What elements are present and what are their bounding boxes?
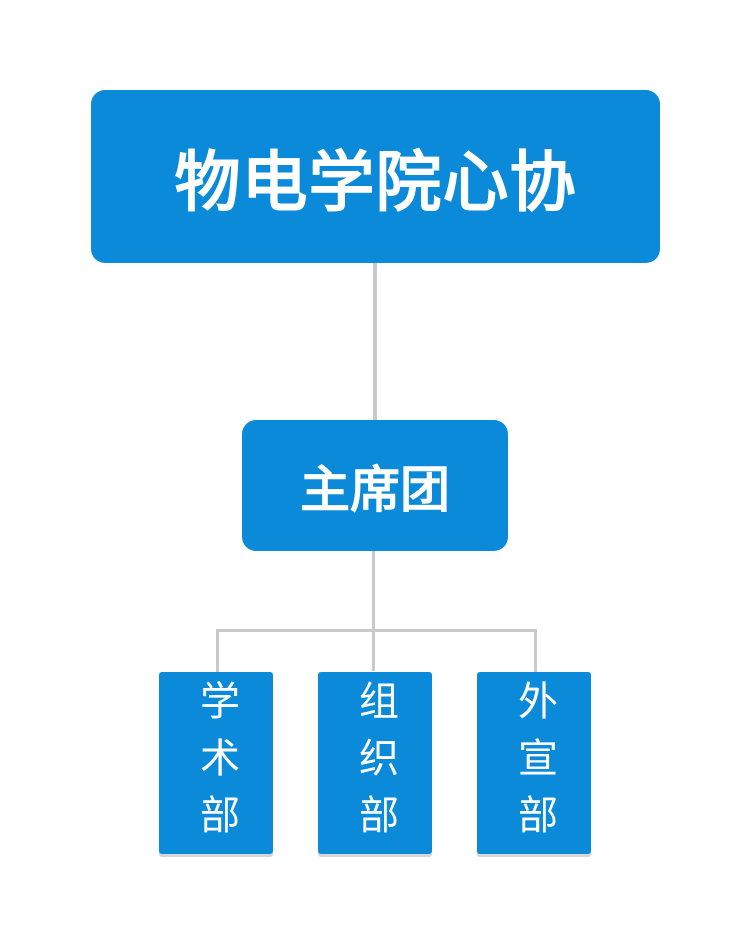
department-node-organization: 组织部 xyxy=(318,672,432,854)
connector-branch-left xyxy=(216,629,219,672)
department-node-publicity: 外宣部 xyxy=(477,672,591,854)
department-node-academic: 学术部 xyxy=(159,672,273,854)
department-label: 学术部 xyxy=(193,680,239,851)
presidium-node: 主席团 xyxy=(242,420,508,551)
connector-branch-right xyxy=(534,629,537,672)
root-node: 物电学院心协 xyxy=(91,90,660,263)
presidium-node-label: 主席团 xyxy=(300,460,450,519)
connector-root-to-middle xyxy=(373,263,377,420)
connector-branch-horizontal xyxy=(216,629,537,632)
root-node-label: 物电学院心协 xyxy=(174,143,577,221)
department-label: 组织部 xyxy=(352,680,398,851)
connector-middle-to-branch xyxy=(372,551,375,671)
department-label: 外宣部 xyxy=(511,680,557,851)
